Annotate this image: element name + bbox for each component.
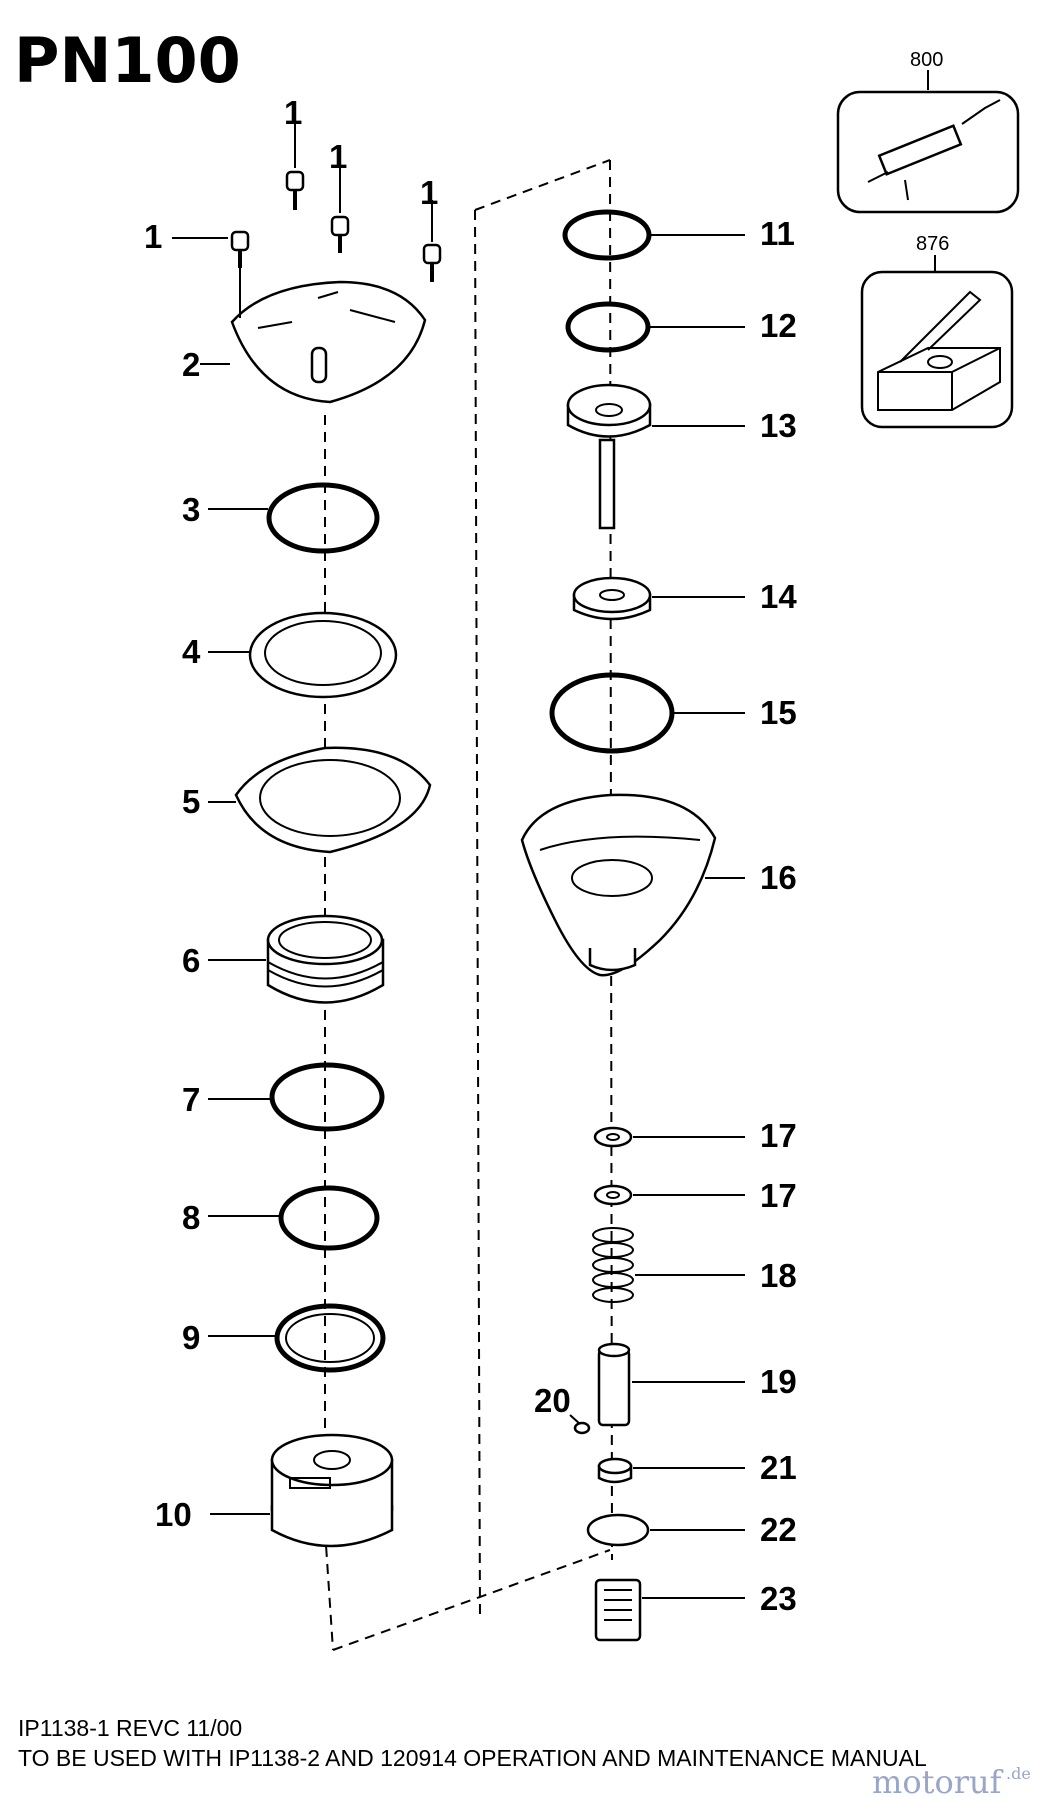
valve-body-part-10 [270, 1433, 394, 1548]
spring-part-18 [592, 1227, 634, 1303]
callout-17b: 17 [760, 1177, 797, 1214]
callout-1b: 1 [329, 138, 347, 175]
left-assembly-axis-end [324, 1529, 334, 1651]
connector-guide-bottom [332, 1549, 611, 1651]
callout-16: 16 [760, 859, 797, 896]
top-cap-part-2 [230, 268, 427, 404]
gasket-part-5 [234, 746, 432, 854]
ring-seal-part-4 [248, 611, 398, 699]
callout-22: 22 [760, 1511, 797, 1548]
callout-7: 7 [182, 1081, 200, 1118]
callout-23: 23 [760, 1580, 797, 1617]
callout-3: 3 [182, 491, 200, 528]
screw-part-1c [422, 243, 442, 282]
o-ring-part-3 [266, 482, 380, 554]
callout-2: 2 [182, 346, 200, 383]
grease-gun-accessory-800 [836, 90, 1020, 214]
callout-876: 876 [916, 233, 949, 255]
pin-part-20 [573, 1421, 591, 1435]
valve-stem-part-19 [597, 1342, 631, 1427]
cylinder-cap-part-16 [520, 793, 717, 977]
callout-10: 10 [155, 1496, 192, 1533]
washer-part-14 [572, 576, 652, 621]
washer-part-17b [593, 1184, 633, 1206]
callout-18: 18 [760, 1257, 797, 1294]
filter-part-23 [594, 1578, 642, 1642]
o-ring-part-12 [565, 301, 651, 353]
callout-21: 21 [760, 1449, 797, 1486]
callout-13: 13 [760, 407, 797, 444]
callout-8: 8 [182, 1199, 200, 1236]
disc-part-22 [586, 1513, 650, 1547]
footer-line-1: IP1138-1 REVC 11/00 [18, 1715, 242, 1741]
callout-800: 800 [910, 49, 943, 71]
screw-part-1b [330, 215, 350, 253]
ring-part-9 [274, 1303, 386, 1373]
cylinder-sleeve-part-6 [266, 914, 385, 1004]
bushing-part-21 [597, 1457, 633, 1484]
callout-11: 11 [760, 215, 795, 252]
footer-line-2: TO BE USED WITH IP1138-2 AND 120914 OPER… [18, 1745, 927, 1771]
callout-4: 4 [182, 633, 201, 670]
o-ring-part-15 [549, 672, 675, 754]
callout-14: 14 [760, 578, 797, 615]
connector-guide-top [474, 159, 611, 211]
diagram-title: PN100 [14, 24, 241, 97]
callout-6: 6 [182, 942, 200, 979]
callout-15: 15 [760, 694, 797, 731]
screw-part-1a [285, 170, 305, 210]
callout-9: 9 [182, 1319, 200, 1356]
callout-12: 12 [760, 307, 797, 344]
screw-part-1d [230, 230, 250, 268]
washer-part-17a [593, 1126, 633, 1148]
connector-guide-left [474, 209, 481, 1621]
callout-1a: 1 [284, 94, 302, 131]
piston-part-13 [566, 383, 652, 530]
o-ring-part-11 [562, 209, 652, 261]
callout-19: 19 [760, 1363, 797, 1400]
o-ring-part-7 [269, 1062, 385, 1132]
watermark-logo: motoruf [872, 1763, 1004, 1800]
callout-1c: 1 [420, 174, 438, 211]
callout-1d: 1 [144, 218, 162, 255]
o-ring-part-8 [278, 1185, 380, 1251]
watermark-suffix: .de [1006, 1764, 1031, 1783]
callout-20: 20 [534, 1382, 571, 1419]
callout-5: 5 [182, 783, 200, 820]
repair-kit-accessory-876 [860, 270, 1014, 429]
callout-17a: 17 [760, 1117, 797, 1154]
